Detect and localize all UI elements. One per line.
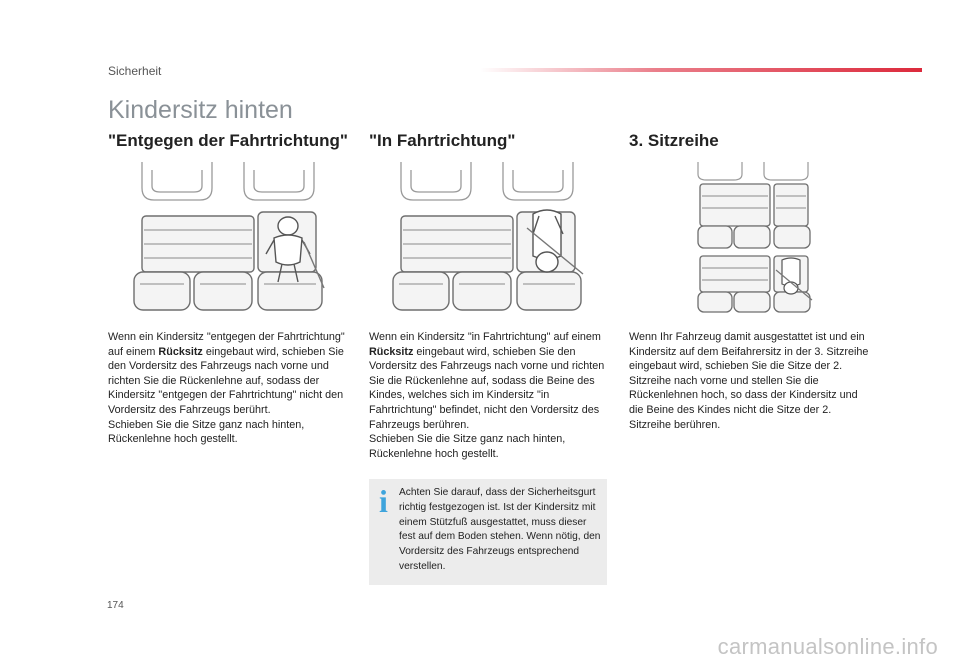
page-title: Kindersitz hinten	[108, 96, 293, 124]
header-rule	[480, 68, 922, 72]
note-text: Achten Sie darauf, dass der Sicherheitsg…	[399, 487, 601, 572]
page-number: 174	[107, 600, 124, 611]
info-icon: i	[379, 483, 388, 519]
safety-note: i Achten Sie darauf, dass der Sicherheit…	[369, 479, 607, 585]
heading-third-row: 3. Sitzreihe	[629, 131, 719, 150]
figure-rear-facing-child-seat	[128, 158, 328, 314]
watermark: carmanualsonline.info	[717, 634, 938, 659]
section-label: Sicherheit	[108, 64, 162, 78]
text-third-row: Wenn Ihr Fahrzeug damit ausgestattet ist…	[629, 331, 869, 431]
text-rear-facing: Wenn ein Kindersitz "entgegen der Fahrtr…	[108, 331, 345, 446]
figure-third-row-child-seat	[692, 160, 814, 316]
heading-rear-facing: "Entgegen der Fahrtrichtung"	[108, 131, 348, 150]
text-forward-facing: Wenn ein Kindersitz "in Fahrtrichtung" a…	[369, 331, 605, 460]
figure-forward-facing-child-seat	[387, 158, 587, 314]
heading-forward-facing: "In Fahrtrichtung"	[369, 131, 516, 150]
